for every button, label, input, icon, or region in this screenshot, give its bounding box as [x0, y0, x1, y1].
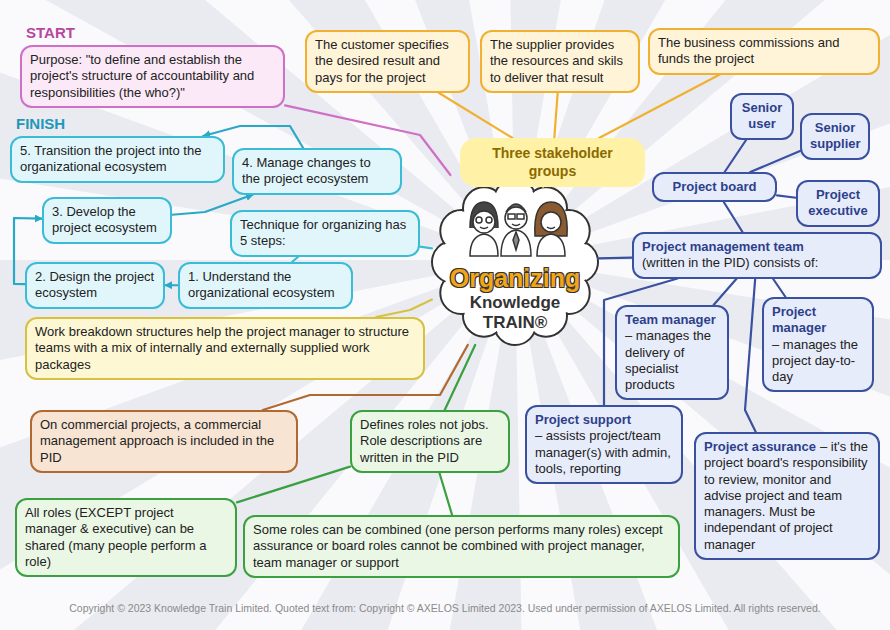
box-text: Technique for organizing has 5 steps:	[240, 217, 410, 250]
box-text: 3. Develop the project ecosystem	[52, 204, 162, 237]
mind-map-box: Project executive	[796, 180, 880, 227]
box-text: – manages the project day-to-day	[772, 337, 864, 386]
heading: Project assurance	[704, 439, 816, 454]
mind-map-box: FINISH5. Transition the project into the…	[10, 136, 225, 183]
mind-map-box: Project board	[652, 172, 777, 202]
branch-line	[376, 300, 432, 317]
mind-map-box: Project support– assists project/team ma…	[525, 405, 683, 484]
box-text: – it's the project board's responsibilit…	[704, 439, 868, 552]
heading: Project manager	[772, 304, 864, 337]
mind-map-box: On commercial projects, a commercial man…	[30, 410, 298, 473]
mind-map-box: The supplier provides the resources and …	[480, 30, 640, 93]
box-text: Purpose: "to define and establish the pr…	[30, 52, 275, 101]
mind-map-box: Project manager– manages the project day…	[762, 297, 874, 392]
branch-line	[714, 279, 737, 306]
branch-line	[439, 473, 452, 515]
heading: Senior user	[740, 100, 784, 133]
heading: Knowledge TRAIN®	[436, 293, 594, 334]
box-text: The customer specifies the desired resul…	[315, 37, 460, 86]
mind-map-box: All roles (EXCEPT project manager & exec…	[15, 498, 237, 577]
mind-map-box: Project management team(written in the P…	[632, 232, 882, 279]
box-text: 4. Manage changes to the project ecosyst…	[242, 155, 392, 188]
mind-map-box: STARTPurpose: "to define and establish t…	[20, 45, 285, 108]
branch-line	[420, 247, 432, 249]
heading: Project management team	[642, 239, 872, 255]
branch-line	[445, 345, 475, 410]
mind-map-box: Defines roles not jobs. Role description…	[350, 410, 510, 473]
heading: Project support	[535, 412, 673, 428]
box-text: The supplier provides the resources and …	[490, 37, 630, 86]
box-text: – assists project/team manager(s) with a…	[535, 428, 673, 477]
mind-map-box: Work breakdown structures help the proje…	[25, 317, 425, 380]
box-text: Work breakdown structures help the proje…	[35, 324, 415, 373]
branch-line	[777, 195, 796, 197]
mind-map-box: 2. Design the project ecosystem	[25, 262, 165, 309]
mind-map-box: The customer specifies the desired resul…	[305, 30, 470, 93]
heading: Project executive	[806, 187, 870, 220]
logo-cloud	[432, 179, 598, 345]
box-text: All roles (EXCEPT project manager & exec…	[25, 505, 227, 570]
branch-line	[725, 140, 747, 173]
heading: Three stakeholder groups	[470, 145, 635, 180]
box-text: – manages the delivery of specialist pro…	[625, 328, 719, 393]
logo-node: OrganizingKnowledge TRAIN®	[432, 175, 598, 345]
heading: FINISH	[16, 115, 65, 134]
box-text: On commercial projects, a commercial man…	[40, 417, 288, 466]
mind-map-box: Senior supplier	[800, 113, 870, 160]
heading: Senior supplier	[810, 120, 860, 153]
branch-line	[554, 93, 557, 138]
box-text: (written in the PID) consists of:	[642, 255, 872, 271]
heading: Project board	[662, 179, 767, 195]
branch-line	[598, 257, 632, 260]
heading: Organizing	[436, 263, 594, 293]
box-text: The business commissions and funds the p…	[658, 35, 870, 68]
box-text: 1. Understand the organizational ecosyst…	[188, 269, 343, 302]
mind-map-box: Project assurance– it's the project boar…	[694, 432, 880, 560]
mind-map-box: Some roles can be combined (one person p…	[243, 515, 680, 578]
branch-line	[745, 279, 756, 433]
branch-line	[165, 284, 178, 286]
heading: Team manager	[625, 312, 719, 328]
people-illustration	[470, 202, 567, 256]
mind-map-box: 4. Manage changes to the project ecosyst…	[232, 148, 402, 195]
box-text: Some roles can be combined (one person p…	[253, 522, 670, 571]
mind-map-box: Technique for organizing has 5 steps:	[230, 210, 420, 257]
mind-map-box: 3. Develop the project ecosystem	[42, 197, 172, 244]
branch-line	[724, 202, 743, 232]
branch-line	[439, 93, 513, 138]
mind-map-box: 1. Understand the organizational ecosyst…	[178, 262, 353, 309]
box-text: 2. Design the project ecosystem	[35, 269, 155, 302]
mind-map-box: Senior user	[730, 93, 794, 140]
branch-line	[750, 151, 800, 172]
ray	[0, 0, 515, 260]
ray	[0, 0, 515, 260]
mind-map-box: Three stakeholder groups	[460, 138, 645, 187]
mind-map-box: The business commissions and funds the p…	[648, 28, 880, 75]
mind-map-box: Team manager– manages the delivery of sp…	[615, 305, 729, 400]
box-text: Defines roles not jobs. Role description…	[360, 417, 500, 466]
copyright-note: Copyright © 2023 Knowledge Train Limited…	[69, 602, 820, 614]
box-text: 5. Transition the project into the organ…	[20, 143, 215, 176]
branch-line	[773, 279, 786, 298]
heading: START	[26, 24, 75, 43]
